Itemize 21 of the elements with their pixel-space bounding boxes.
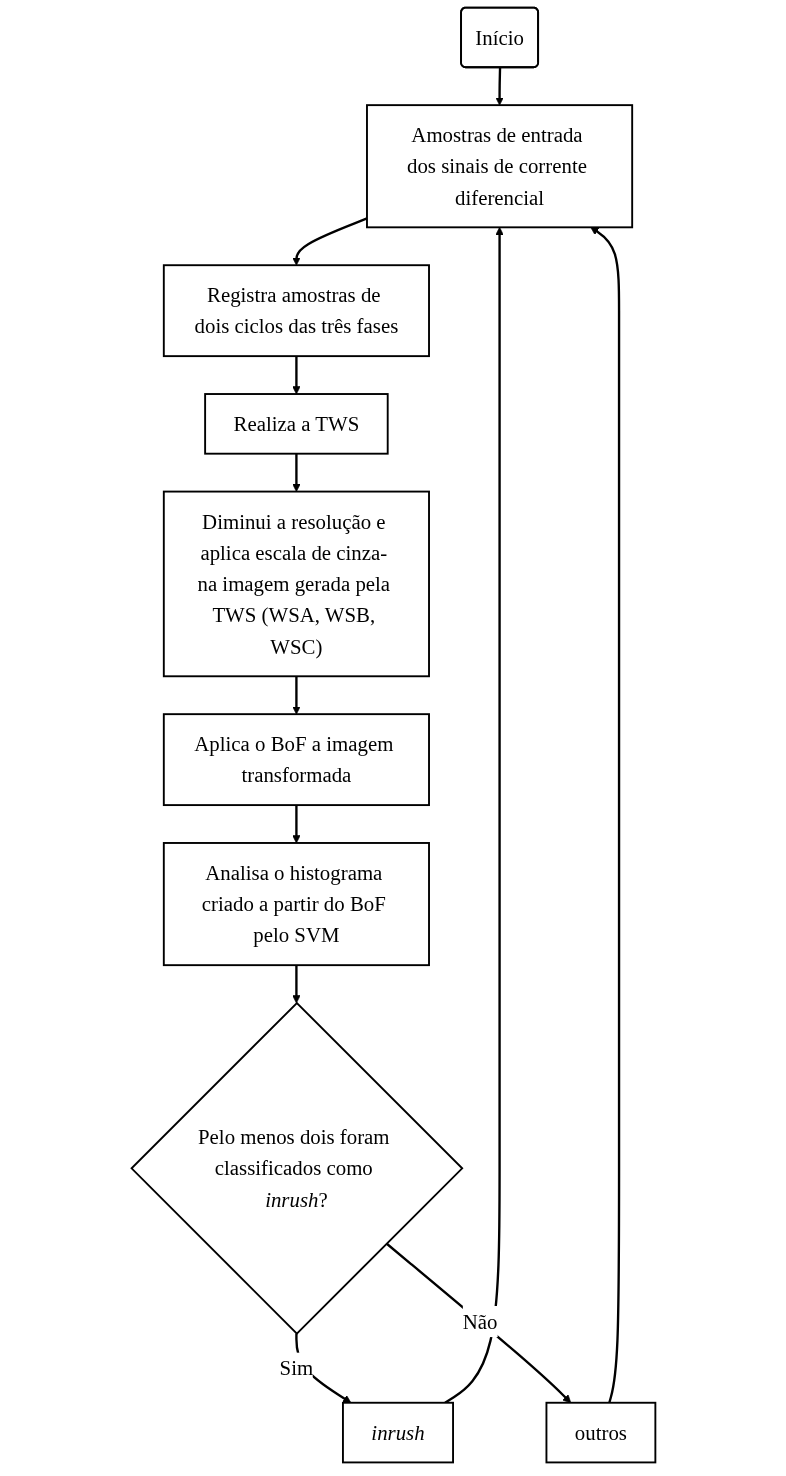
node-box: inrush <box>341 1401 454 1464</box>
arrow <box>291 453 301 492</box>
arrow <box>291 356 301 395</box>
node-box: Amostras de entrada dos sinais de corrente diferencial <box>365 104 633 229</box>
node-diamond: Pelo menos dois foram classificados como inrush? <box>129 1001 463 1335</box>
edge-label: Sim <box>279 1356 313 1381</box>
node-box: Realiza a TWS <box>203 393 389 455</box>
node-box: Diminui a resolução e aplica escala de cinza- na imagem gerada pela TWS (WSA, WSB, WSC) <box>162 490 430 678</box>
arrow <box>291 217 367 266</box>
node-box: Aplica o BoF a imagem transformada <box>162 713 430 807</box>
arrow <box>291 676 301 715</box>
arrow <box>291 805 301 844</box>
arrow <box>589 226 620 1404</box>
arrow <box>443 226 504 1404</box>
arrow <box>291 965 301 1004</box>
arrow <box>385 1242 571 1404</box>
node-box: outros <box>545 1401 656 1464</box>
arrow <box>494 67 504 106</box>
edge-label: Não <box>462 1309 497 1334</box>
node-box: Analisa o histograma criado a partir do BoF pelo SVM <box>162 842 430 967</box>
node-box: Registra amostras de dois ciclos das três fases <box>162 264 430 358</box>
